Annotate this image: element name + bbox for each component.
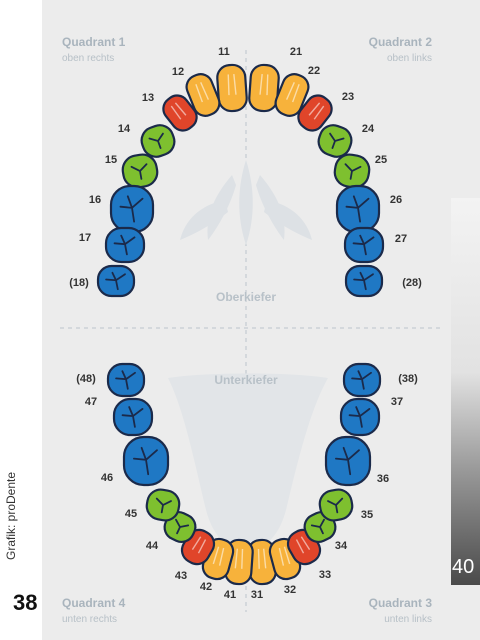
tooth-number-43: 43 <box>175 570 187 582</box>
tooth-number-11: 11 <box>218 46 230 58</box>
tooth-number-35: 35 <box>361 509 373 521</box>
tooth-27 <box>345 228 383 262</box>
tooth-18 <box>98 266 134 296</box>
tooth-number-27: 27 <box>395 233 407 245</box>
tooth-number-45: 45 <box>125 508 137 520</box>
tooth-number-31: 31 <box>251 589 263 601</box>
tooth-15 <box>120 152 159 189</box>
tooth-36 <box>326 437 370 485</box>
tooth-number-15: 15 <box>105 154 117 166</box>
tooth-number-42: 42 <box>200 581 212 593</box>
tooth-number-24: 24 <box>362 123 375 135</box>
tooth-number-44: 44 <box>146 540 159 552</box>
tooth-47 <box>114 399 152 435</box>
tooth-number-46: 46 <box>101 472 113 484</box>
tooth-number-23: 23 <box>342 91 354 103</box>
quadrant-2-subtitle: oben links <box>387 53 432 64</box>
tooth-number-16: 16 <box>89 194 101 206</box>
quadrant-1-title: Quadrant 1 <box>62 35 126 49</box>
tooth-number-34: 34 <box>335 540 348 552</box>
tooth-number-41: 41 <box>224 589 236 601</box>
quadrant-1-subtitle: oben rechts <box>62 53 114 64</box>
quadrant-3-subtitle: unten links <box>384 614 432 625</box>
tooth-25 <box>332 152 371 189</box>
quadrant-4-subtitle: unten rechts <box>62 614 117 625</box>
tooth-number-18: (18) <box>69 277 89 289</box>
tooth-number-13: 13 <box>142 92 154 104</box>
tooth-number-36: 36 <box>377 473 389 485</box>
tooth-number-47: 47 <box>85 396 97 408</box>
tooth-number-48: (48) <box>76 373 96 385</box>
tooth-48 <box>108 364 144 396</box>
tooth-17 <box>106 228 144 262</box>
tooth-number-33: 33 <box>319 569 331 581</box>
quadrant-4-title: Quadrant 4 <box>62 596 126 610</box>
tooth-number-14: 14 <box>118 123 131 135</box>
tooth-number-21: 21 <box>290 46 302 58</box>
tooth-number-17: 17 <box>79 232 91 244</box>
upper-jaw-label: Oberkiefer <box>216 290 276 304</box>
tooth-46 <box>124 437 168 485</box>
tooth-number-25: 25 <box>375 154 387 166</box>
lower-jaw-label: Unterkiefer <box>214 373 278 387</box>
tooth-number-26: 26 <box>390 194 402 206</box>
tooth-28 <box>346 266 382 296</box>
tooth-number-32: 32 <box>284 584 296 596</box>
tooth-26 <box>337 186 379 232</box>
tooth-number-37: 37 <box>391 396 403 408</box>
tooth-11 <box>216 64 247 112</box>
tooth-number-38: (38) <box>398 373 418 385</box>
tooth-number-22: 22 <box>308 65 320 77</box>
palate-illustration <box>180 160 312 245</box>
tooth-number-12: 12 <box>172 66 184 78</box>
tooth-16 <box>111 186 153 232</box>
tooth-38 <box>344 364 380 396</box>
tooth-37 <box>341 399 379 435</box>
tooth-number-28: (28) <box>402 277 422 289</box>
quadrant-2-title: Quadrant 2 <box>369 35 433 49</box>
quadrant-3-title: Quadrant 3 <box>369 596 433 610</box>
